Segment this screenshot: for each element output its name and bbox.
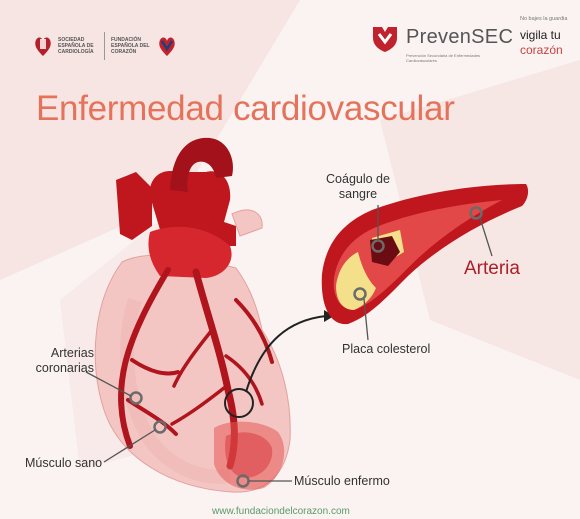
pulmonary-vein [232,210,262,236]
label-arterias-coronarias: Arterias coronarias [16,346,94,376]
label-arteria: Arteria [464,258,520,280]
label-musculo-enfermo: Músculo enfermo [294,474,390,489]
label-coagulo: Coágulo de sangre [325,172,391,202]
label-placa: Placa colesterol [342,342,430,357]
superior-vein [116,172,152,240]
label-musculo-sano: Músculo sano [25,456,102,471]
footer-url[interactable]: www.fundaciondelcorazon.com [212,506,350,517]
